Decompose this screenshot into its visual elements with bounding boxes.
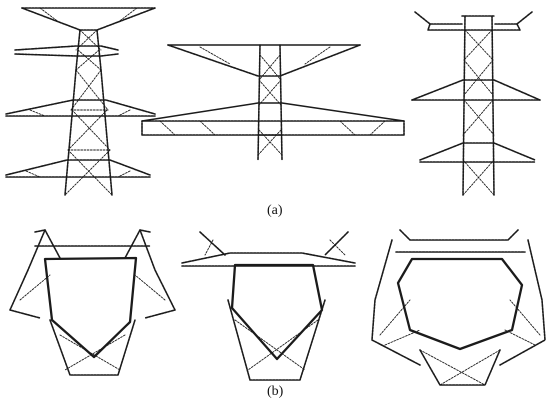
- tower-2-pointcloud: [141, 44, 405, 161]
- panel-b-label: (b): [267, 384, 284, 399]
- tower-3-pointcloud: [411, 11, 541, 196]
- panel-a-label: (a): [267, 203, 283, 218]
- tower-1-pointcloud: [5, 7, 156, 196]
